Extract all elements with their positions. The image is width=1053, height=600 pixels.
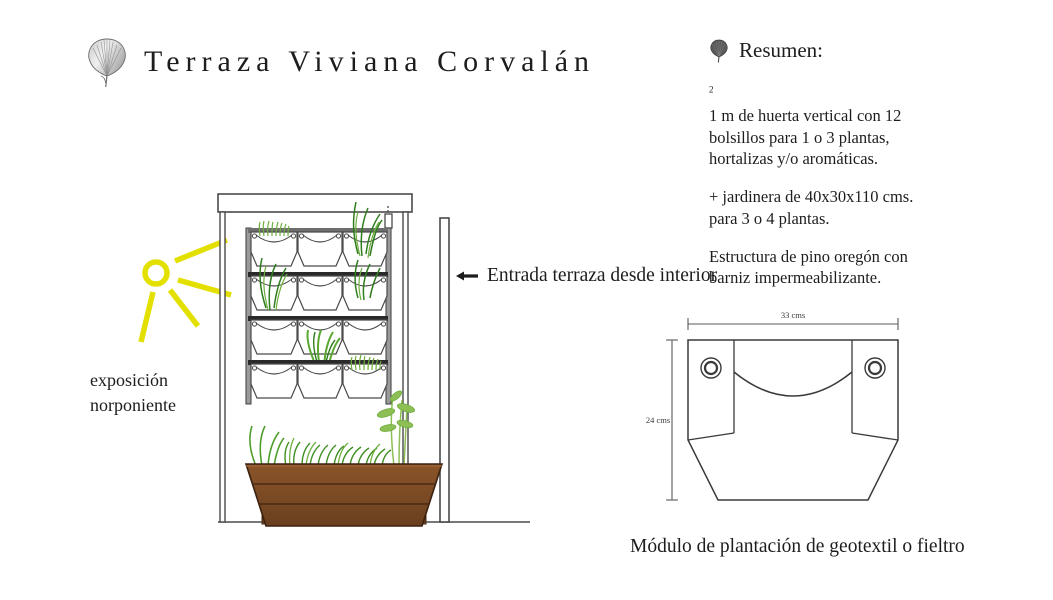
pocket-module: [297, 231, 343, 267]
pocket-module: [250, 257, 298, 311]
sun-disc-icon: [142, 259, 170, 287]
summary-structure-line-1: Estructura de pino oregón con: [709, 246, 908, 266]
grommet-eyelet-icon: [864, 357, 886, 379]
summary-heading-row: Resumen:: [709, 38, 1009, 63]
top-beam: [217, 193, 413, 213]
module-caption: Módulo de plantación de geotextil o fiel…: [630, 536, 965, 557]
exposure-line-2: norponiente: [90, 394, 176, 415]
plant-sprig: [259, 257, 287, 311]
height-dimension-label: 24 cms: [646, 415, 670, 425]
module-detail-drawing: 33 cms 24 cms: [646, 310, 899, 501]
plant-sprig: [258, 220, 290, 237]
pocket-panel: [245, 201, 392, 405]
pocket-module: [297, 319, 343, 369]
pocket-row: [248, 316, 388, 369]
summary-planter-line-1: + jardinera de 40x30x110 cms.: [709, 187, 914, 207]
pocket-module: [342, 319, 388, 355]
grommet-eyelet-icon: [700, 357, 722, 379]
wooden-planter: [244, 390, 444, 527]
pocket-module: [297, 275, 343, 311]
page-title: Terraza Viviana Corvalán: [144, 45, 596, 78]
width-dimension-label: 33 cms: [781, 310, 805, 320]
pocket-module: [342, 354, 388, 399]
ginkgo-leaf-icon: [710, 39, 728, 63]
module-body: [687, 339, 899, 501]
pocket-row: [248, 201, 388, 267]
pocket-module: [342, 201, 388, 267]
summary-title: Resumen:: [739, 38, 823, 62]
door-jamb-post: [439, 217, 450, 523]
plant-sprig: [352, 201, 383, 257]
planter-planks: [246, 483, 442, 505]
entrance-label: Entrada terraza desde interior: [487, 265, 718, 286]
summary-paragraph-structure: Estructura de pino oregón con barniz imp…: [709, 246, 1009, 290]
summary-structure-line-2: barniz impermeabilizante.: [709, 268, 882, 288]
pocket-module: [297, 363, 343, 399]
left-post: [219, 211, 226, 523]
left-arrow-icon: [456, 271, 478, 281]
summary-area-line-3: hortalizas y/o aromáticas.: [709, 149, 879, 169]
summary-area-line-1: 1 m de huerta vertical con 12: [709, 105, 902, 125]
pocket-rail: [248, 316, 388, 321]
exposure-annotation: exposición norponiente: [90, 368, 176, 418]
pocket-rail: [248, 228, 388, 233]
pocket-module: [342, 259, 388, 311]
pocket-module: [250, 363, 298, 399]
seedling-leaves: [376, 390, 416, 432]
pocket-module: [250, 319, 298, 355]
pocket-row: [248, 257, 388, 311]
summary-paragraph-area: 2 1 m de huerta vertical con 12 bolsillo…: [709, 83, 1009, 170]
summary-planter-line-2: para 3 o 4 plantas.: [709, 208, 830, 228]
summary-paragraph-planter: + jardinera de 40x30x110 cms. para 3 o 4…: [709, 186, 1009, 230]
summary-area-line-2: bolsillos para 1 o 3 plantas,: [709, 127, 890, 147]
entrance-annotation: Entrada terraza desde interior: [456, 265, 717, 287]
superscript-two: 2: [709, 84, 714, 95]
pocket-module: [250, 220, 298, 267]
title-block: Terraza Viviana Corvalán: [84, 36, 595, 88]
plant-sprig: [354, 259, 381, 301]
pocket-rail: [248, 360, 388, 365]
height-dimension: [666, 339, 678, 501]
plant-sprig: [350, 354, 382, 371]
summary-panel: Resumen: 2 1 m de huerta vertical con 12…: [709, 38, 1009, 289]
planter-body: [244, 463, 444, 527]
ginkgo-leaf-icon: [88, 38, 126, 88]
vertical-garden-elevation: [217, 193, 530, 527]
width-dimension: [687, 318, 899, 330]
exposure-line-1: exposición: [90, 370, 168, 390]
pocket-rail: [248, 272, 388, 277]
pocket-row: [248, 354, 388, 399]
planter-grass: [249, 390, 416, 467]
